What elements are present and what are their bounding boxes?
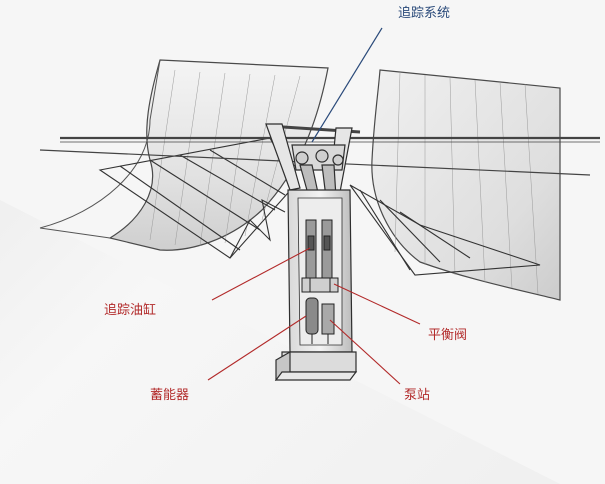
balance-valve-block [301,277,339,293]
label-balance-valve: 平衡阀 [428,328,468,343]
accumulator-pump-unit [305,297,335,344]
base-pedestal [274,350,358,382]
callout-line-tracking-system [311,27,383,143]
support-post [287,189,353,353]
label-accumulator: 蓄能器 [150,388,190,403]
callout-line-tracking-cylinder [211,247,311,301]
right-trough-mirror [371,69,561,301]
label-tracking-cylinder: 追踪油缸 [104,303,157,318]
callout-lines [207,27,421,385]
right-truss [349,184,541,276]
callout-line-pump-station [329,319,401,385]
callout-line-accumulator [207,315,307,381]
label-tracking-system: 追踪系统 [398,6,451,21]
callout-line-balance-valve [333,283,421,325]
label-pump-station: 泵站 [404,388,431,403]
